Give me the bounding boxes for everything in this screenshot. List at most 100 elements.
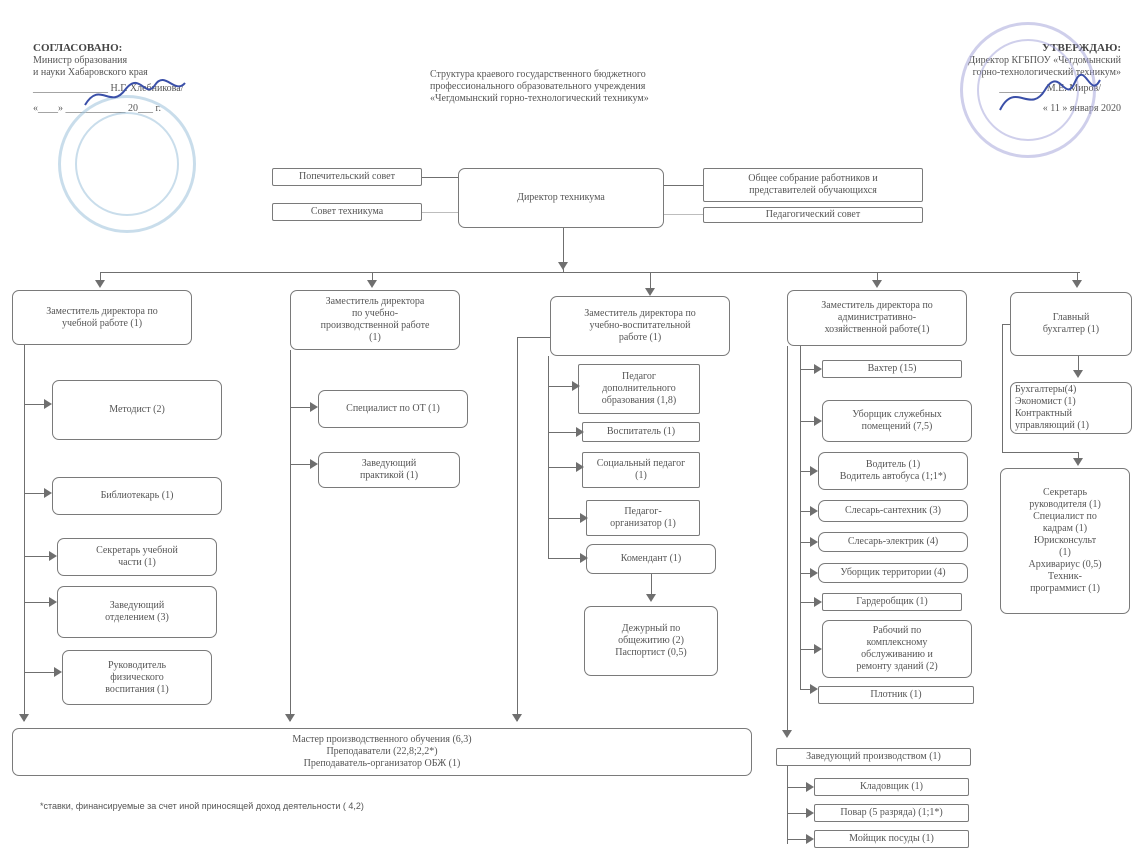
arrow-right-icon (49, 597, 57, 607)
c1-spine (24, 345, 25, 721)
c1-link-3 (24, 602, 49, 603)
arrow-right-icon (580, 513, 588, 523)
c1-link-2 (24, 556, 49, 557)
approval-left-line3: _______________ Н.Г. Хлебникова/ (33, 83, 184, 94)
right-signature-icon (999, 73, 1101, 111)
arrow-down-icon (285, 714, 295, 722)
arrow-right-icon (810, 506, 818, 516)
arrow-down-icon (19, 714, 29, 722)
c2-link-1 (290, 464, 310, 465)
c3-masters-spine (517, 337, 518, 721)
pedagogical-council: Педагогический совет (703, 207, 923, 223)
arrow-down-icon (1073, 458, 1083, 466)
link-meeting (664, 185, 703, 186)
director-trunk (563, 228, 564, 272)
teaching-staff: Мастер производственного обучения (6,3) … (12, 728, 752, 776)
arrow-down-icon (646, 594, 656, 602)
c4-item-4: Слесарь-электрик (4) (818, 532, 968, 552)
c3-item-2: Социальный педагог (1) (582, 452, 700, 488)
arrow-right-icon (310, 459, 318, 469)
c4-item-0: Вахтер (15) (822, 360, 962, 378)
deputy-educational: Заместитель директора по учебно-воспитат… (550, 296, 730, 356)
deputy-academic: Заместитель директора по учебной работе … (12, 290, 192, 345)
c4-item-7: Рабочий по комплексному обслуживанию и р… (822, 620, 972, 678)
drop-c5 (1077, 272, 1078, 284)
c3-spine (548, 356, 549, 558)
c4-item-8: Плотник (1) (818, 686, 974, 704)
arrow-right-icon (814, 644, 822, 654)
arrow-right-icon (310, 402, 318, 412)
c2-link-0 (290, 407, 310, 408)
c4-link-0 (800, 369, 814, 370)
deputy-production: Заместитель директора по учебно- произво… (290, 290, 460, 350)
c4-outer-spine (787, 346, 788, 734)
director-box: Директор техникума (458, 168, 664, 228)
c5-side-top (1002, 324, 1010, 325)
arrow-down-icon (367, 280, 377, 288)
arrow-right-icon (806, 834, 814, 844)
trustees-board: Попечительский совет (272, 168, 422, 186)
link-council (422, 212, 458, 213)
arrow-right-icon (806, 782, 814, 792)
c1-item-1: Библиотекарь (1) (52, 477, 222, 515)
c1-link-1 (24, 493, 44, 494)
c3-left-link (517, 337, 550, 338)
drop-c4 (877, 272, 878, 284)
link-trustees (422, 177, 458, 178)
c4-item-1: Уборщик служебных помещений (7,5) (822, 400, 972, 442)
c3-link-0 (548, 386, 572, 387)
arrow-down-icon (558, 262, 568, 270)
title-line3: «Чегдомынский горно-технологический техн… (430, 93, 649, 104)
drop-c2 (372, 272, 373, 284)
arrow-right-icon (49, 551, 57, 561)
production-head: Заведующий производством (1) (776, 748, 971, 766)
c4-item-2: Водитель (1) Водитель автобуса (1;1*) (818, 452, 968, 490)
c4-link-6 (800, 602, 814, 603)
c3-item-0: Педагог дополнительного образования (1,8… (578, 364, 700, 414)
c3-link-4 (548, 558, 580, 559)
arrow-right-icon (44, 488, 52, 498)
arrow-right-icon (576, 462, 584, 472)
c2-item-1: Заведующий практикой (1) (318, 452, 460, 488)
arrow-down-icon (1072, 280, 1082, 288)
c4-link-4 (800, 542, 810, 543)
c4-item-3: Слесарь-сантехник (3) (818, 500, 968, 522)
right-seal-icon (960, 22, 1096, 158)
c2-item-0: Специалист по ОТ (1) (318, 390, 468, 428)
c1-link-0 (24, 404, 44, 405)
c5-link-1 (1078, 356, 1079, 372)
arrow-down-icon (1073, 370, 1083, 378)
chief-accountant: Главный бухгалтер (1) (1010, 292, 1132, 356)
c4-link-2 (800, 471, 810, 472)
c5-sub-link (1078, 452, 1079, 462)
c3-sub: Дежурный по общежитию (2) Паспортист (0,… (584, 606, 718, 676)
left-seal-icon (58, 95, 196, 233)
c3-item-3: Педагог- организатор (1) (586, 500, 700, 536)
footnote: *ставки, финансируемые за счет иной прин… (40, 801, 364, 811)
c1-link-4 (24, 672, 54, 673)
approval-left-line2: и науки Хабаровского края (33, 67, 148, 78)
c3-link-1 (548, 432, 576, 433)
arrow-right-icon (54, 667, 62, 677)
arrow-right-icon (44, 399, 52, 409)
prod-link-2 (787, 839, 806, 840)
c4-link-1 (800, 421, 814, 422)
arrow-right-icon (814, 597, 822, 607)
arrow-right-icon (580, 553, 588, 563)
c3-link-3 (548, 518, 580, 519)
arrow-right-icon (806, 808, 814, 818)
arrow-down-icon (782, 730, 792, 738)
c3-item-1: Воспитатель (1) (582, 422, 700, 442)
c5-items: Бухгалтеры(4) Экономист (1) Контрактный … (1010, 382, 1132, 434)
drop-c3 (650, 272, 651, 292)
arrow-right-icon (814, 364, 822, 374)
prod-spine (787, 766, 788, 844)
arrow-right-icon (814, 416, 822, 426)
c1-item-0: Методист (2) (52, 380, 222, 440)
prod-item-1: Повар (5 разряда) (1;1*) (814, 804, 969, 822)
arrow-down-icon (95, 280, 105, 288)
main-bus (100, 272, 1080, 273)
prod-link-1 (787, 813, 806, 814)
arrow-right-icon (810, 466, 818, 476)
